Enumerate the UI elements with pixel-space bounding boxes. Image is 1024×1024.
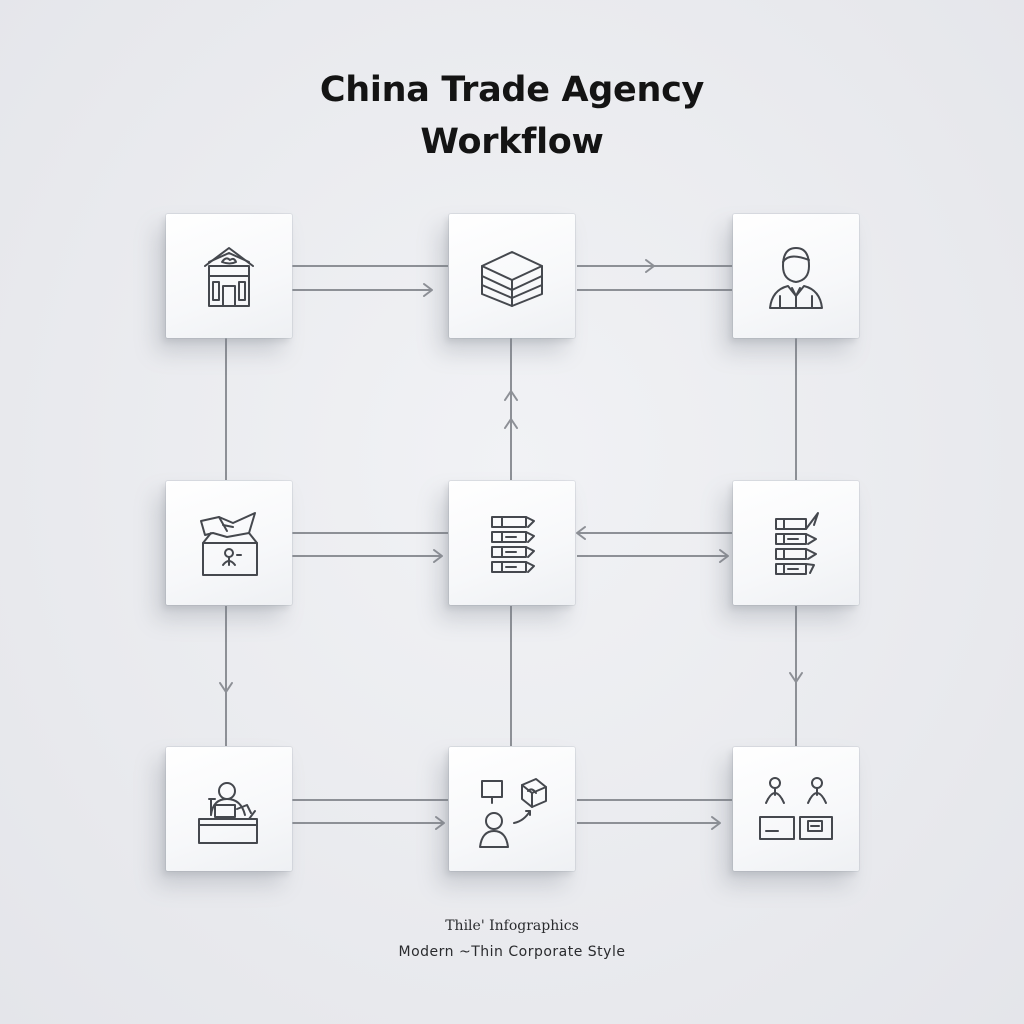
open-package-icon	[189, 503, 269, 583]
checklist-stack-icon	[756, 503, 836, 583]
caption-line-2: Modern ~Thin Corporate Style	[398, 944, 626, 960]
workflow-node-2[interactable]	[449, 214, 575, 338]
workflow-node-1[interactable]	[166, 214, 292, 338]
connector-n6-n5	[576, 526, 732, 563]
connector-n4-n5	[292, 532, 448, 563]
connector-n8-n9	[577, 799, 732, 830]
person-and-package-icon	[472, 769, 552, 849]
connector-n2-n3	[577, 259, 732, 291]
boxes-icon	[472, 236, 552, 316]
person-at-desk-icon	[189, 769, 269, 849]
page-title-line-1: China Trade Agency	[319, 70, 705, 110]
document-stack-icon	[472, 503, 552, 583]
building-icon	[189, 236, 269, 316]
connector-n6-n9	[789, 606, 803, 746]
workflow-node-9[interactable]	[733, 747, 859, 871]
connector-n5-n2	[504, 338, 518, 480]
agent-person-icon	[756, 236, 836, 316]
connector-n1-n2	[292, 265, 448, 297]
workflow-node-5[interactable]	[449, 481, 575, 605]
workflow-node-8[interactable]	[449, 747, 575, 871]
connector-n7-n8	[292, 799, 448, 830]
workflow-node-7[interactable]	[166, 747, 292, 871]
workflow-node-6[interactable]	[733, 481, 859, 605]
connector-n4-n7	[219, 606, 233, 746]
workflow-node-4[interactable]	[166, 481, 292, 605]
workflow-node-3[interactable]	[733, 214, 859, 338]
caption-line-1: Thile' Infographics	[445, 918, 579, 934]
people-and-screens-icon	[756, 769, 836, 849]
page-title-line-2: Workflow	[420, 122, 604, 162]
